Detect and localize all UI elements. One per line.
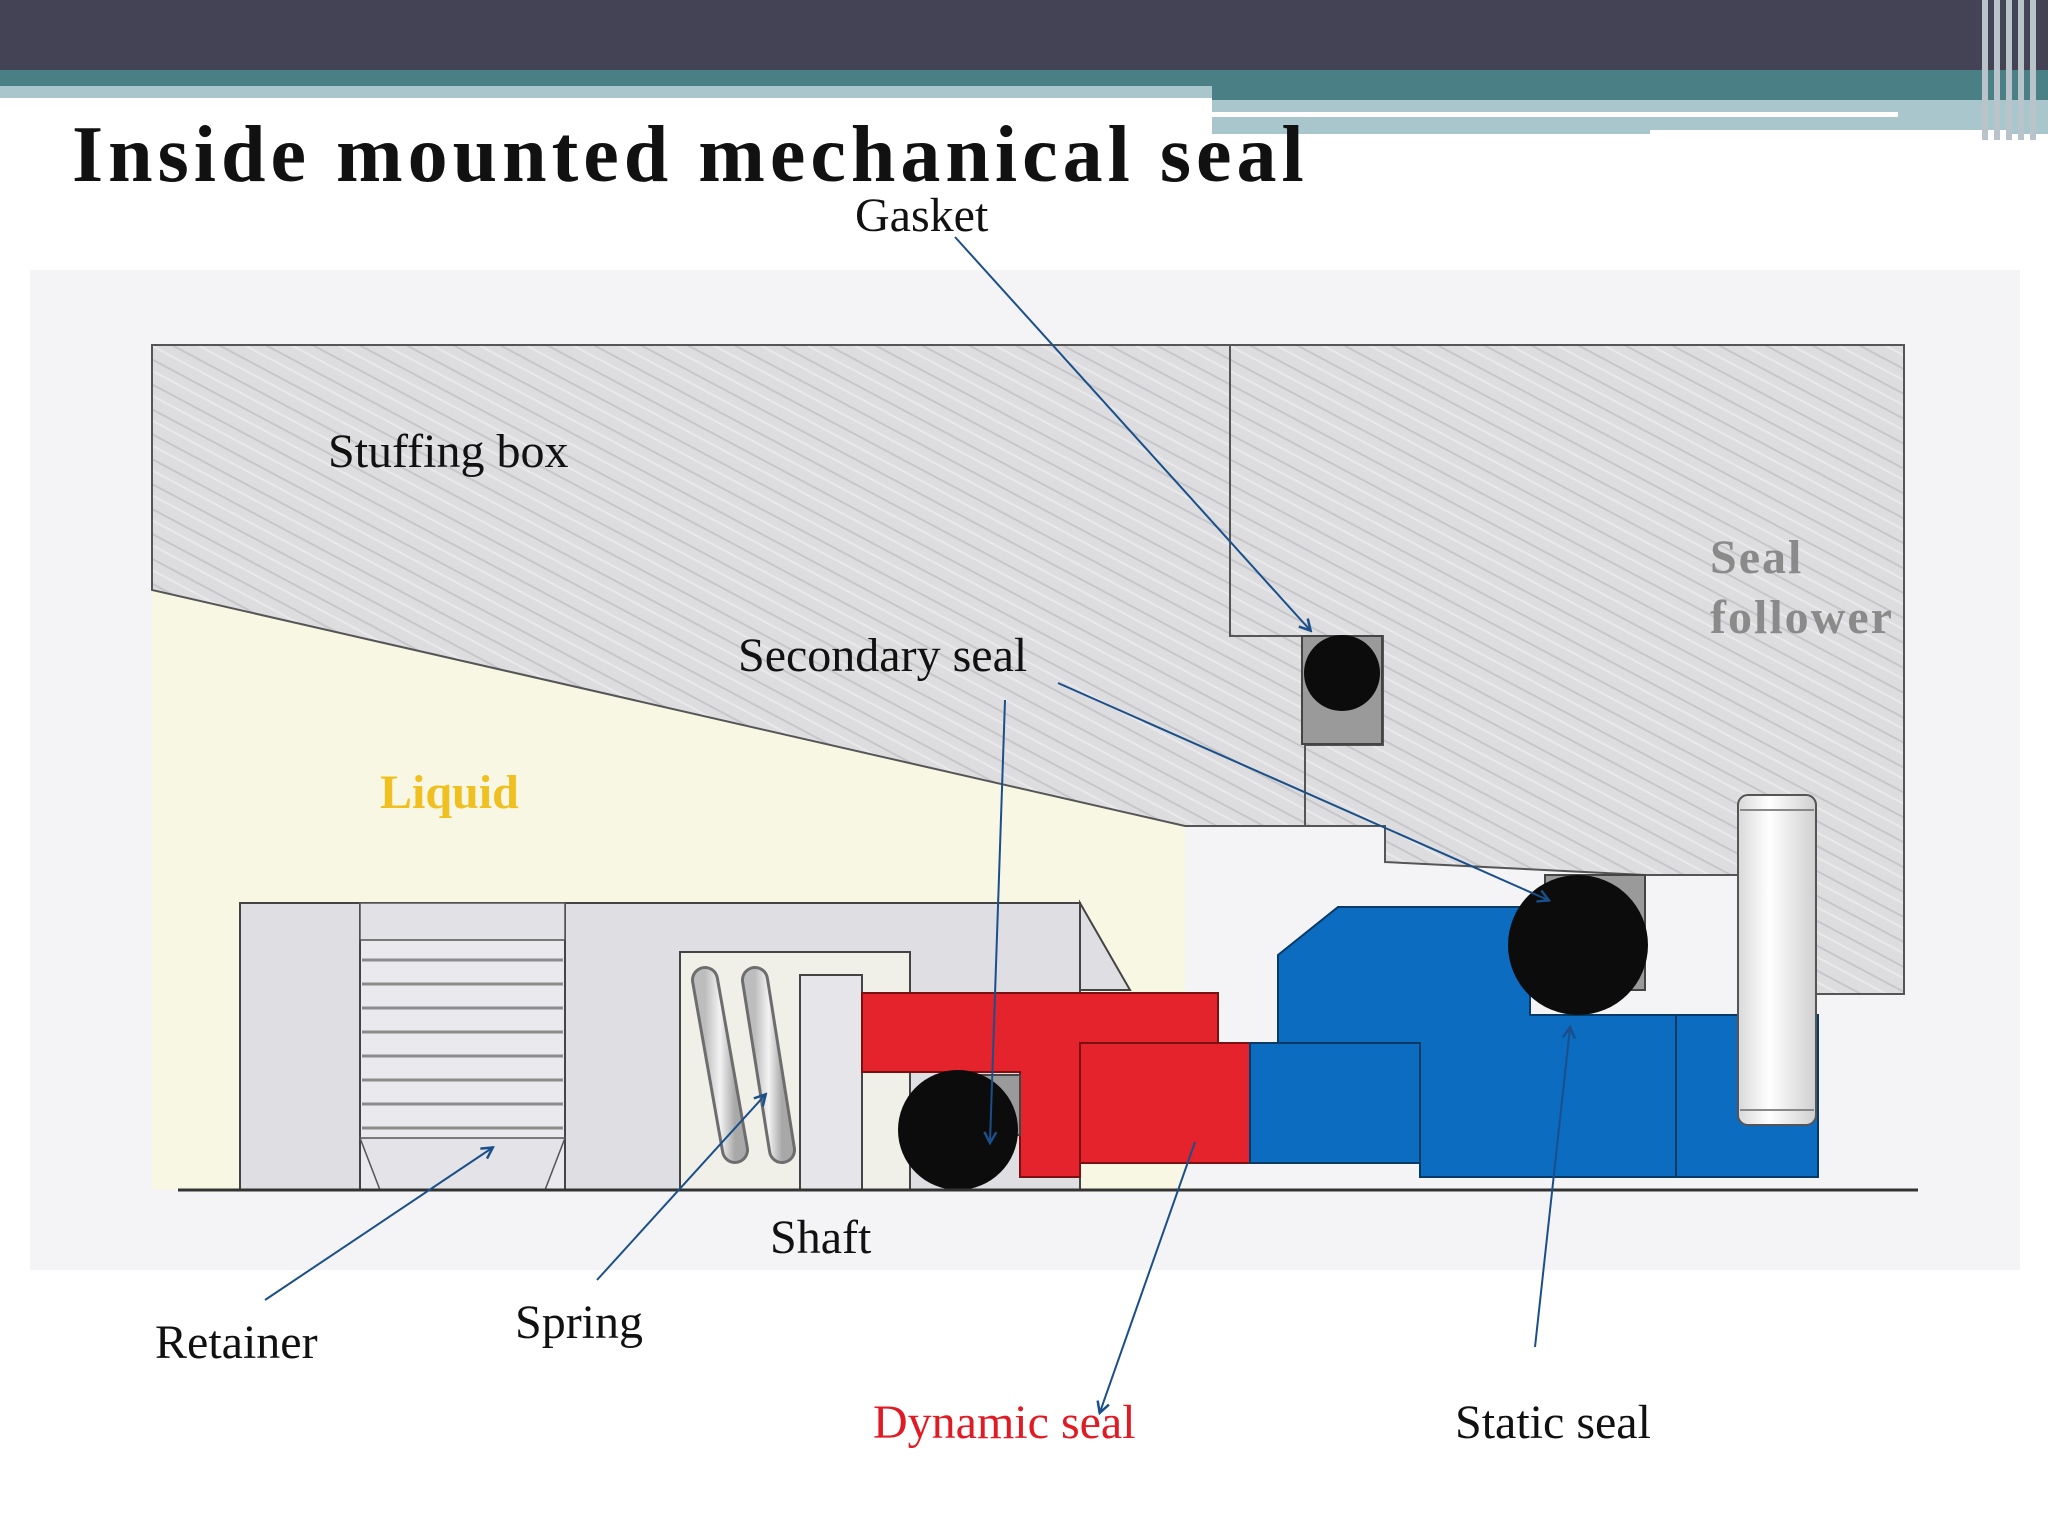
leader-lines (264, 236, 1570, 1412)
dynamic-seal-label: Dynamic seal (873, 1396, 1136, 1449)
static-seal-leader (1534, 1028, 1570, 1348)
gasket-leader (954, 236, 1310, 630)
liquid-label: Liquid (380, 766, 519, 819)
gasket-label: Gasket (855, 189, 989, 242)
dynamic-seal-part (861, 992, 1251, 1178)
secondary-seal-label: Secondary seal (738, 629, 1028, 682)
secondary-seal-oring (1508, 874, 1648, 1015)
shaft-label: Shaft (770, 1211, 872, 1264)
seal-follower-label: Seal follower (1710, 531, 1894, 644)
secondary-seal-leader-1 (1057, 682, 1548, 900)
stuffing-box-label: Stuffing box (328, 425, 569, 478)
dynamic-seal-leader (1100, 1141, 1196, 1412)
secondary-seal-leader-2 (990, 699, 1006, 1142)
retainer-leader (264, 1148, 492, 1301)
static-seal-label: Static seal (1455, 1396, 1651, 1449)
pin (1737, 794, 1817, 1126)
spring-label: Spring (515, 1296, 644, 1349)
spring-leader (596, 1095, 765, 1281)
gasket-oring (1301, 635, 1383, 745)
retainer-threads (362, 958, 563, 1130)
static-seal-part (1249, 906, 1819, 1178)
header-decoration (0, 0, 2048, 140)
header-stripes (1982, 0, 2036, 140)
retainer-label: Retainer (155, 1316, 318, 1369)
slide-title: Inside mounted mechanical seal (72, 111, 1309, 199)
